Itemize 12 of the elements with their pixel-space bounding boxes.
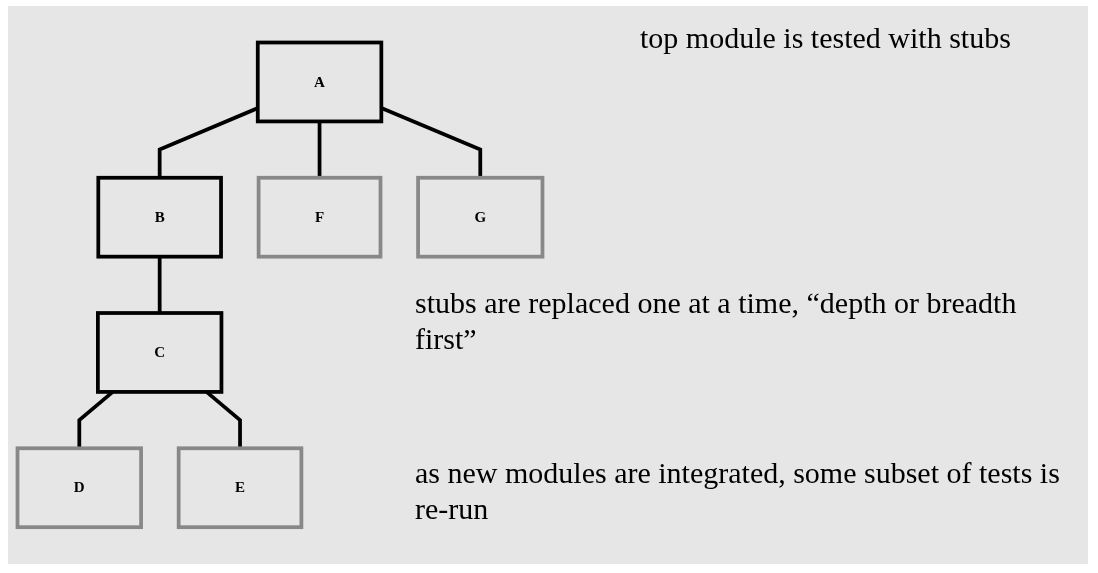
- connector: [317, 121, 322, 178]
- node-box: [15, 446, 143, 530]
- note-text: stubs are replaced one at a time, “depth or breadth first”: [415, 285, 1018, 357]
- node-box: [416, 176, 545, 259]
- note-text: as new modules are integrated, some subset of tests is re-run: [415, 455, 1061, 527]
- connector: [157, 256, 162, 314]
- node-box: [255, 40, 384, 124]
- node-box: [256, 176, 383, 259]
- node-box: [176, 446, 304, 530]
- note-text: top module is tested with stubs: [640, 20, 1012, 56]
- node-box: [96, 176, 223, 259]
- node-box: [96, 311, 224, 394]
